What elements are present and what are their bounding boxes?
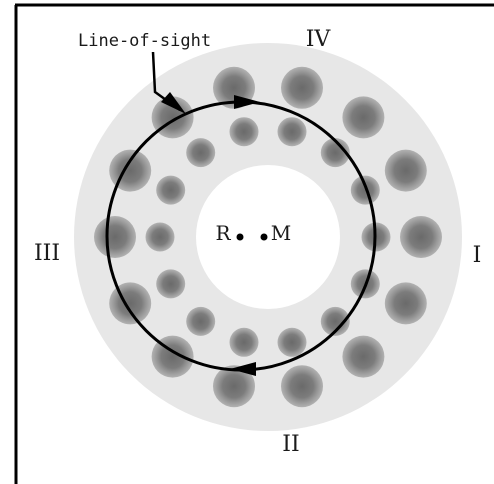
quadrant-label-i: I <box>473 243 482 268</box>
point-r-label: R <box>215 221 231 245</box>
quadrant-label-iv: IV <box>306 27 332 52</box>
ring-arrowhead-top <box>234 95 260 109</box>
outer-cloud-2 <box>384 282 427 325</box>
point-r-dot <box>236 233 244 241</box>
outer-cloud-12 <box>281 66 323 109</box>
inner-cloud-11 <box>229 117 259 147</box>
outer-cloud-1 <box>400 216 442 258</box>
inner-cloud-5 <box>229 327 259 357</box>
outer-cloud-5 <box>213 365 255 408</box>
inner-hole <box>196 165 340 309</box>
inner-cloud-8 <box>145 222 175 252</box>
quadrant-label-iii: III <box>34 241 60 266</box>
inner-cloud-4 <box>277 327 307 357</box>
inner-cloud-6 <box>186 306 216 336</box>
inner-cloud-9 <box>156 175 186 205</box>
inner-cloud-10 <box>186 138 216 168</box>
outer-cloud-14 <box>384 149 427 192</box>
inner-cloud-13 <box>320 138 350 168</box>
inner-cloud-7 <box>156 269 186 299</box>
quadrant-label-ii: II <box>282 432 299 457</box>
outer-cloud-4 <box>281 365 323 408</box>
outer-cloud-3 <box>342 335 385 378</box>
line-of-sight-label: Line-of-sight <box>78 31 211 51</box>
line-of-sight-pointer-arrowhead <box>161 92 186 114</box>
ring-arrowhead-bottom <box>230 362 256 376</box>
outer-cloud-13 <box>342 96 385 139</box>
outer-cloud-7 <box>109 282 152 325</box>
point-m-label: M <box>271 221 291 245</box>
outer-ring-clouds <box>94 66 442 408</box>
point-m-dot <box>260 233 268 241</box>
inner-cloud-12 <box>277 117 307 147</box>
inner-cloud-3 <box>320 306 350 336</box>
outer-cloud-8 <box>94 216 136 258</box>
